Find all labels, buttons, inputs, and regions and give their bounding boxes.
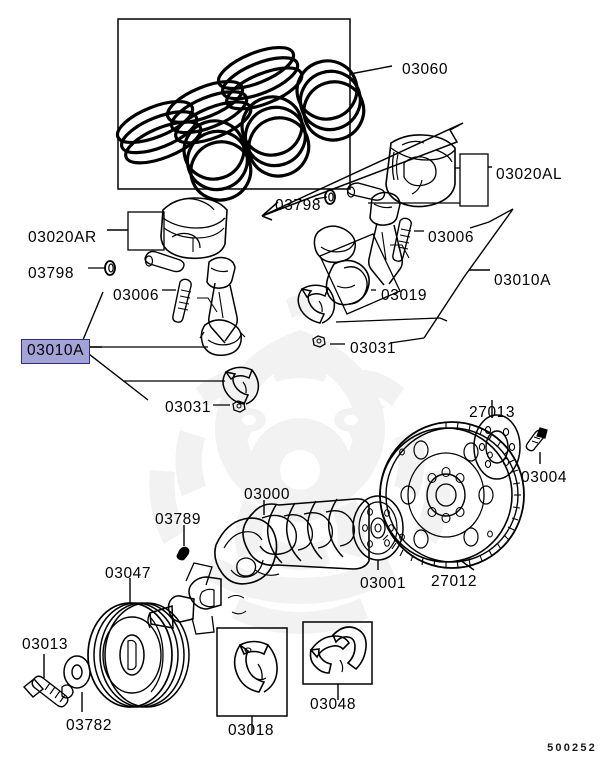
leader-03060 bbox=[349, 65, 393, 75]
part-label-03010a-right[interactable]: 03010A bbox=[494, 272, 552, 289]
connecting-rod-left-art bbox=[199, 256, 246, 357]
rod-nut-left-art bbox=[232, 400, 246, 413]
part-label-03031-right[interactable]: 03031 bbox=[350, 340, 397, 357]
flywheel-art bbox=[379, 421, 525, 569]
part-label-03020ar[interactable]: 03020AR bbox=[28, 229, 97, 246]
rod-nut-right-art bbox=[312, 335, 326, 348]
part-label-03060[interactable]: 03060 bbox=[402, 61, 449, 78]
leader-03798-upper bbox=[314, 196, 328, 200]
piston-ar-art bbox=[160, 197, 228, 260]
part-label-03000[interactable]: 03000 bbox=[244, 486, 291, 503]
rod-bearing-right-art bbox=[297, 284, 336, 324]
flywheel-spacer-art bbox=[473, 414, 521, 480]
leader-27012 bbox=[459, 559, 475, 571]
crank-adapter-art bbox=[352, 495, 404, 561]
piston-rings-art bbox=[110, 37, 373, 210]
crankshaft-art bbox=[147, 498, 370, 635]
part-label-03798-left[interactable]: 03798 bbox=[28, 265, 75, 282]
part-label-03798-upper[interactable]: 03798 bbox=[275, 197, 322, 214]
piston-ring-box bbox=[117, 18, 351, 190]
pulley-bolt-art bbox=[22, 675, 74, 708]
part-label-03789[interactable]: 03789 bbox=[155, 511, 202, 528]
piston-pin-al-art bbox=[346, 182, 386, 201]
main-bearing-art bbox=[233, 640, 278, 693]
part-label-03006-left[interactable]: 03006 bbox=[113, 287, 160, 304]
part-label-03019[interactable]: 03019 bbox=[381, 287, 428, 304]
part-label-03004[interactable]: 03004 bbox=[521, 469, 568, 486]
rod-bolt-left-art bbox=[172, 278, 192, 323]
part-label-03010a-selected[interactable]: 03010A bbox=[21, 339, 91, 364]
bushing-art bbox=[325, 259, 370, 306]
part-label-03006-right[interactable]: 03006 bbox=[428, 229, 475, 246]
part-label-03782[interactable]: 03782 bbox=[66, 717, 113, 734]
part-label-03001[interactable]: 03001 bbox=[360, 575, 407, 592]
rod-bearing-left-art bbox=[222, 366, 260, 405]
flywheel-bolt-art bbox=[525, 427, 548, 452]
bracket-03010a-selected bbox=[79, 291, 149, 401]
piston-pin-ar-art bbox=[144, 250, 185, 273]
thrust-washer-art bbox=[309, 626, 367, 674]
part-label-03031-left[interactable]: 03031 bbox=[165, 399, 212, 416]
part-label-03048[interactable]: 03048 bbox=[310, 696, 357, 713]
snap-ring-left-art bbox=[104, 260, 116, 276]
part-label-27012[interactable]: 27012 bbox=[431, 573, 478, 590]
woodruff-key-art bbox=[176, 546, 190, 561]
part-label-27013[interactable]: 27013 bbox=[469, 404, 516, 421]
rod-bolt-right-art bbox=[392, 217, 412, 262]
bushing-box bbox=[319, 233, 401, 315]
diagram-number: 500252 bbox=[547, 742, 597, 754]
part-label-03047[interactable]: 03047 bbox=[105, 565, 152, 582]
washer-art bbox=[63, 655, 91, 689]
piston-al-art bbox=[385, 134, 456, 208]
part-label-03013[interactable]: 03013 bbox=[22, 636, 69, 653]
part-label-03018[interactable]: 03018 bbox=[228, 722, 275, 739]
part-label-03020al[interactable]: 03020AL bbox=[496, 166, 563, 183]
